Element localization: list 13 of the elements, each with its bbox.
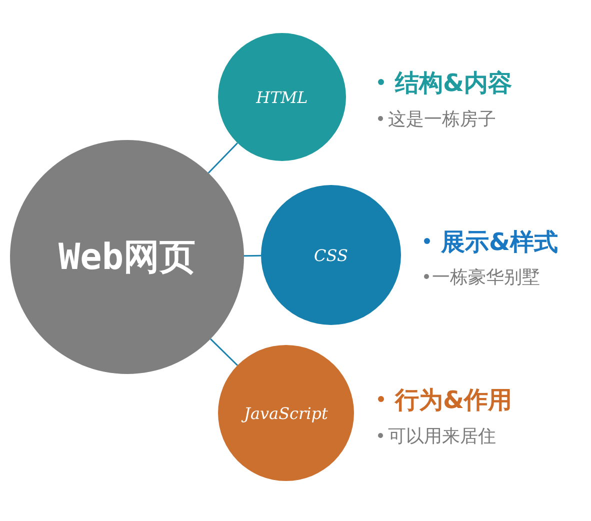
topic-circle: JavaScript xyxy=(218,345,354,481)
main-circle: Web网页 xyxy=(10,140,244,374)
topic-note: 可以用来居住 xyxy=(388,424,496,448)
topic-note: 一栋豪华别墅 xyxy=(432,266,540,289)
topic-circle: CSS xyxy=(261,185,401,325)
connector-line xyxy=(244,254,262,257)
connector-line xyxy=(210,338,238,366)
topic-heading: 行为&作用 xyxy=(395,385,512,416)
topic-circle: HTML xyxy=(218,33,346,161)
topic-note: 这是一栋房子 xyxy=(388,108,496,131)
topic-heading: 展示&样式 xyxy=(441,227,558,258)
connector-line xyxy=(208,142,238,174)
topic-heading: 结构&内容 xyxy=(395,68,512,100)
